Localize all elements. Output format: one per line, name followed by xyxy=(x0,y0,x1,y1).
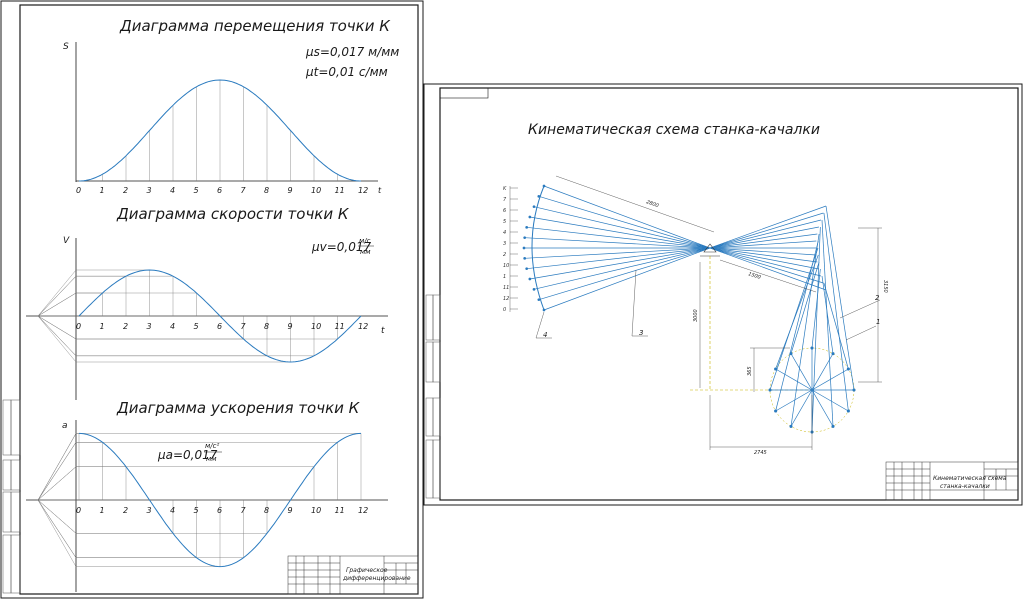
sheet1-stamp-title-2: дифференцирование xyxy=(342,575,411,582)
disp-tick-label: 6 xyxy=(217,186,222,195)
left-label: 11 xyxy=(503,285,509,291)
leader-2: 2 xyxy=(875,294,880,302)
acc-tick-label: 6 xyxy=(217,506,222,515)
left-label: 6 xyxy=(503,208,506,214)
sheet2-title-block xyxy=(885,461,1019,501)
a-axis-label: a xyxy=(62,421,68,431)
disp-tick-label: 4 xyxy=(170,186,175,195)
displacement-title: Диаграмма перемещения точки К xyxy=(119,17,391,35)
vel-tick-label: 9 xyxy=(288,322,293,331)
acc-tick-label: 9 xyxy=(288,506,293,515)
disp-tick-label: 5 xyxy=(194,186,199,195)
left-label: 12 xyxy=(503,296,509,302)
vel-tick-label: 7 xyxy=(241,322,247,331)
vel-tick-label: 11 xyxy=(335,322,345,331)
mu-t: μt=0,01 с/мм xyxy=(305,65,388,79)
vel-tick-label: 10 xyxy=(311,322,321,331)
acc-tick-label: 5 xyxy=(194,506,199,515)
vel-tick-label: 3 xyxy=(147,322,152,331)
mu-a: μa=0,017 xyxy=(157,448,218,462)
disp-tick-label: 1 xyxy=(100,186,105,195)
sheet-2 xyxy=(423,83,1023,506)
left-label: K xyxy=(503,186,507,192)
kinematic-title: Кинематическая схема станка-качалки xyxy=(528,122,820,138)
v-t-label: t xyxy=(381,326,385,336)
mu-v: μv=0,017 xyxy=(311,240,372,254)
left-label: 5 xyxy=(503,219,506,225)
acceleration-diagram: Диаграмма ускорения точки К a μa=0,017 м… xyxy=(26,399,388,592)
vel-tick-label: 0 xyxy=(76,322,81,331)
disp-tick-label: 8 xyxy=(264,186,269,195)
acc-tick-label: 3 xyxy=(147,506,152,515)
acc-tick-label: 12 xyxy=(358,506,368,515)
vel-tick-label: 6 xyxy=(217,322,222,331)
dim-2800: 2800 xyxy=(645,199,659,209)
dim-3150: 3150 xyxy=(882,280,888,293)
vel-tick-label: 2 xyxy=(123,322,128,331)
acceleration-title: Диаграмма ускорения точки К xyxy=(116,399,361,417)
left-label: 10 xyxy=(503,263,509,269)
sheet1-stamp-title-1: Графическое xyxy=(346,567,388,574)
sheet2-stamp-title-1: Кинематическая схема xyxy=(933,475,1007,482)
leader-1: 1 xyxy=(876,318,880,326)
leader-4: 4 xyxy=(543,331,547,339)
disp-tick-label: 11 xyxy=(335,186,345,195)
left-label: 2 xyxy=(503,252,506,258)
vel-tick-label: 1 xyxy=(100,322,105,331)
acc-tick-label: 10 xyxy=(311,506,321,515)
mu-s: μs=0,017 м/мм xyxy=(305,45,399,59)
acc-tick-label: 11 xyxy=(335,506,345,515)
left-label: 7 xyxy=(503,197,507,203)
sheet1-title-block xyxy=(287,555,419,595)
vel-tick-label: 4 xyxy=(170,322,175,331)
vel-tick-label: 12 xyxy=(358,322,368,331)
dim-1500: 1500 xyxy=(747,271,761,281)
left-label: 4 xyxy=(503,230,506,236)
sheet2-stamp-title-2: станка-качалки xyxy=(940,483,990,490)
dim-3000: 3000 xyxy=(693,309,699,322)
disp-tick-label: 7 xyxy=(241,186,247,195)
disp-tick-label: 0 xyxy=(76,186,81,195)
disp-tick-label: 10 xyxy=(311,186,321,195)
disp-tick-label: 2 xyxy=(123,186,128,195)
acc-tick-label: 7 xyxy=(241,506,247,515)
disp-tick-label: 3 xyxy=(147,186,152,195)
sheet-1 xyxy=(0,0,424,599)
left-label: 1 xyxy=(503,274,506,280)
left-label: 0 xyxy=(503,307,506,313)
displacement-diagram: Диаграмма перемещения точки К S μs=0,017… xyxy=(63,17,399,195)
acc-tick-label: 2 xyxy=(123,506,128,515)
velocity-title: Диаграмма скорости точки К xyxy=(116,205,350,223)
leader-3: 3 xyxy=(639,329,643,337)
vel-tick-label: 8 xyxy=(264,322,269,331)
vel-tick-label: 5 xyxy=(194,322,199,331)
disp-tick-label: t xyxy=(378,186,382,195)
v-axis-label: V xyxy=(63,236,70,246)
acc-tick-label: 0 xyxy=(76,506,81,515)
disp-tick-label: 12 xyxy=(358,186,368,195)
dim-2745: 2745 xyxy=(754,450,767,456)
s-axis-label: S xyxy=(63,42,69,52)
acc-tick-label: 4 xyxy=(170,506,175,515)
acc-tick-label: 1 xyxy=(100,506,105,515)
dim-365: 365 xyxy=(747,366,753,376)
mu-v-num: м/с xyxy=(359,237,371,245)
acc-tick-label: 8 xyxy=(264,506,269,515)
left-label: 3 xyxy=(503,241,506,247)
disp-tick-label: 9 xyxy=(288,186,293,195)
mu-v-den: мм xyxy=(360,248,371,256)
mu-a-den: мм xyxy=(206,455,217,463)
mu-a-num: м/с² xyxy=(205,442,219,450)
velocity-diagram: Диаграмма скорости точки К V μv=0,017 м/… xyxy=(26,205,388,400)
